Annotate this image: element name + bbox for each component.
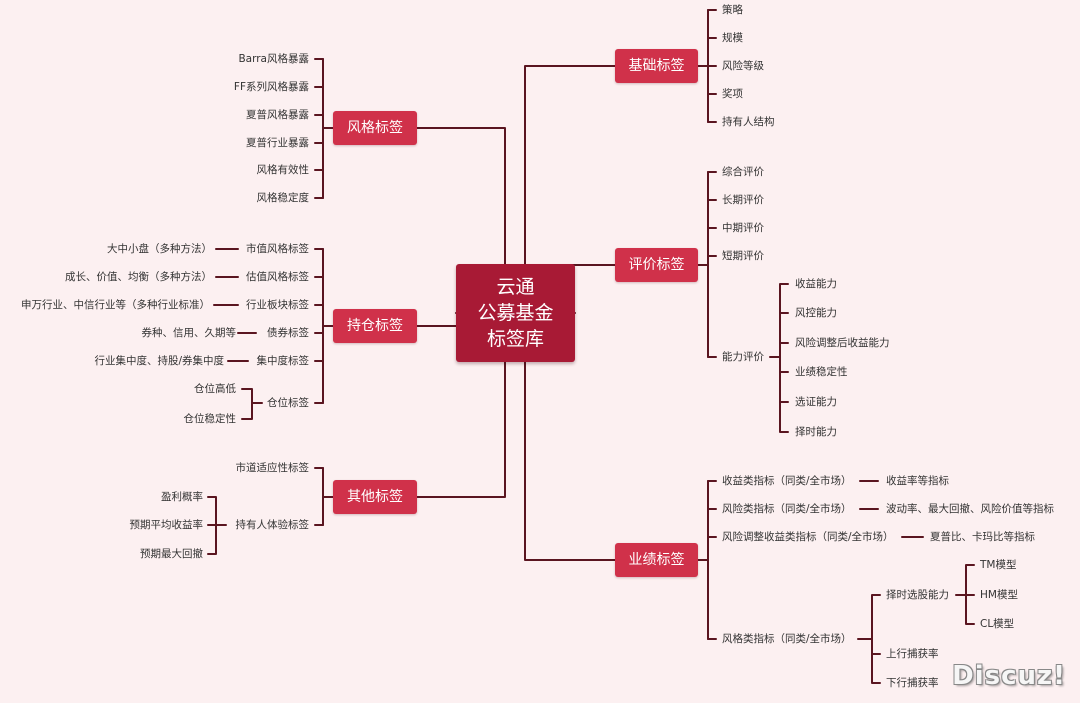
style-item[interactable]: 风格有效性 (256, 164, 310, 176)
holding-item[interactable]: 仓位标签 (267, 397, 309, 409)
perf-item[interactable]: 风格类指标（同类/全市场） (722, 633, 852, 645)
holding-detail[interactable]: 申万行业、中信行业等（多种行业标准） (21, 299, 210, 311)
holding-item[interactable]: 行业板块标签 (246, 299, 309, 311)
holding-item[interactable]: 集中度标签 (256, 355, 310, 367)
ability-item[interactable]: 业绩稳定性 (795, 366, 848, 378)
basic-item[interactable]: 风险等级 (722, 60, 764, 72)
style-item[interactable]: 风格稳定度 (256, 192, 310, 204)
perf-item[interactable]: 风险类指标（同类/全市场） (722, 503, 852, 515)
other-item[interactable]: 持有人体验标签 (235, 519, 310, 531)
ability-item[interactable]: 选证能力 (795, 396, 837, 408)
basic-item[interactable]: 策略 (722, 4, 743, 16)
experience-sub[interactable]: 预期最大回撤 (140, 548, 203, 560)
ability-item[interactable]: 风险调整后收益能力 (795, 337, 890, 349)
position-sub[interactable]: 仓位稳定性 (183, 413, 237, 425)
style-item[interactable]: 夏普风格暴露 (246, 109, 309, 121)
style-indicator-sub[interactable]: 择时选股能力 (886, 589, 949, 601)
eval-item[interactable]: 短期评价 (722, 250, 764, 262)
style-item[interactable]: FF系列风格暴露 (233, 81, 309, 93)
watermark: Discuz! (952, 661, 1066, 691)
holding-item[interactable]: 市值风格标签 (246, 243, 309, 255)
style-tags-node[interactable]: 风格标签 (333, 111, 417, 145)
style-item[interactable]: Barra风格暴露 (238, 53, 309, 65)
timing-model[interactable]: HM模型 (980, 589, 1018, 601)
eval-tags-node[interactable]: 评价标签 (615, 248, 698, 282)
experience-sub[interactable]: 盈利概率 (161, 491, 203, 503)
perf-detail[interactable]: 夏普比、卡玛比等指标 (930, 531, 1035, 543)
perf-detail[interactable]: 波动率、最大回撤、风险价值等指标 (886, 503, 1054, 515)
basic-tags-node[interactable]: 基础标签 (615, 49, 698, 83)
eval-item[interactable]: 中期评价 (722, 222, 764, 234)
style-indicator-sub[interactable]: 上行捕获率 (886, 648, 939, 660)
holding-detail[interactable]: 成长、价值、均衡（多种方法） (65, 271, 212, 283)
eval-item[interactable]: 能力评价 (722, 351, 764, 363)
perf-item[interactable]: 收益类指标（同类/全市场） (722, 475, 852, 487)
ability-item[interactable]: 择时能力 (795, 426, 837, 438)
holding-detail[interactable]: 券种、信用、久期等 (141, 327, 237, 339)
basic-item[interactable]: 规模 (722, 32, 743, 44)
root-title-line-2: 公募基金 (477, 302, 554, 324)
eval-item[interactable]: 长期评价 (722, 194, 764, 206)
holding-detail[interactable]: 大中小盘（多种方法） (107, 243, 212, 255)
style-item[interactable]: 夏普行业暴露 (246, 137, 309, 149)
holding-detail[interactable]: 行业集中度、持股/券集中度 (94, 355, 224, 367)
perf-detail[interactable]: 收益率等指标 (886, 475, 949, 487)
perf-tags-node[interactable]: 业绩标签 (615, 543, 698, 577)
root-node[interactable]: 云通 公募基金 标签库 (456, 264, 575, 362)
holding-item[interactable]: 估值风格标签 (246, 271, 309, 283)
basic-item[interactable]: 奖项 (722, 88, 743, 100)
ability-item[interactable]: 风控能力 (795, 307, 837, 319)
other-item[interactable]: 市道适应性标签 (235, 462, 310, 474)
timing-model[interactable]: CL模型 (980, 618, 1015, 630)
root-title-line-3: 标签库 (486, 328, 544, 350)
position-sub[interactable]: 仓位高低 (194, 383, 236, 395)
perf-item[interactable]: 风险调整收益类指标（同类/全市场） (722, 531, 894, 543)
root-title-line-1: 云通 (496, 276, 535, 298)
other-tags-node[interactable]: 其他标签 (333, 480, 417, 514)
timing-model[interactable]: TM模型 (980, 559, 1017, 571)
style-indicator-sub[interactable]: 下行捕获率 (886, 677, 939, 689)
holding-item[interactable]: 债券标签 (267, 327, 309, 339)
basic-item[interactable]: 持有人结构 (722, 116, 775, 128)
eval-item[interactable]: 综合评价 (722, 166, 764, 178)
ability-item[interactable]: 收益能力 (795, 278, 837, 290)
experience-sub[interactable]: 预期平均收益率 (129, 519, 204, 531)
holding-tags-node[interactable]: 持仓标签 (333, 309, 417, 343)
